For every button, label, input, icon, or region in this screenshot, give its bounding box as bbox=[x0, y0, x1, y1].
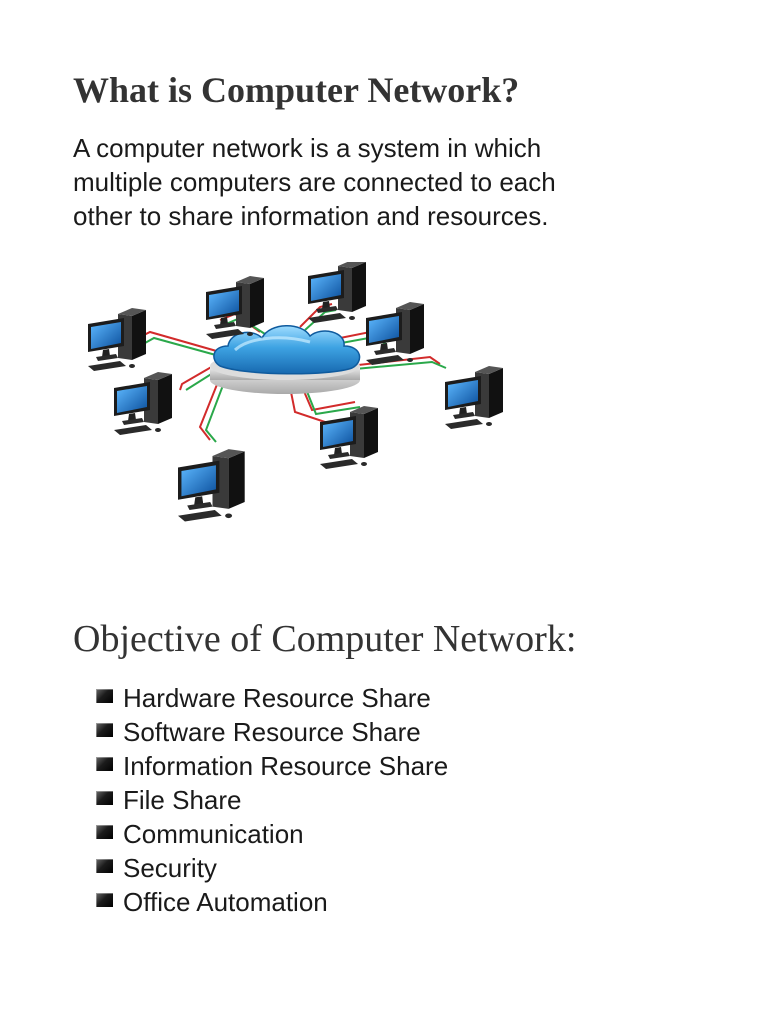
list-item-label: File Share bbox=[123, 785, 242, 815]
list-item-label: Security bbox=[123, 853, 217, 883]
square-bullet-icon bbox=[96, 757, 113, 771]
computer-icon bbox=[366, 302, 424, 365]
list-item-label: Information Resource Share bbox=[123, 751, 449, 781]
list-item: Security bbox=[96, 851, 448, 885]
objectives-list: Hardware Resource Share Software Resourc… bbox=[96, 681, 448, 919]
square-bullet-icon bbox=[96, 791, 113, 805]
computer-network-illustration bbox=[88, 262, 503, 522]
computer-icon bbox=[320, 406, 378, 469]
computer-icon bbox=[308, 262, 366, 323]
square-bullet-icon bbox=[96, 723, 113, 737]
list-item: File Share bbox=[96, 783, 448, 817]
list-item-label: Software Resource Share bbox=[123, 717, 421, 747]
intro-paragraph: A computer network is a system in which … bbox=[73, 131, 713, 233]
page-title: What is Computer Network? bbox=[73, 70, 520, 110]
list-item-label: Communication bbox=[123, 819, 304, 849]
square-bullet-icon bbox=[96, 893, 113, 907]
computer-icon bbox=[445, 366, 503, 429]
list-item-label: Hardware Resource Share bbox=[123, 683, 431, 713]
intro-line: other to share information and resources… bbox=[73, 201, 549, 231]
intro-line: multiple computers are connected to each bbox=[73, 167, 556, 197]
square-bullet-icon bbox=[96, 689, 113, 703]
computer-icon bbox=[88, 308, 146, 371]
list-item: Office Automation bbox=[96, 885, 448, 919]
list-item: Information Resource Share bbox=[96, 749, 448, 783]
intro-line: A computer network is a system in which bbox=[73, 133, 542, 163]
square-bullet-icon bbox=[96, 825, 113, 839]
square-bullet-icon bbox=[96, 859, 113, 873]
list-item: Software Resource Share bbox=[96, 715, 448, 749]
list-item: Hardware Resource Share bbox=[96, 681, 448, 715]
section-heading: Objective of Computer Network: bbox=[73, 618, 577, 660]
list-item: Communication bbox=[96, 817, 448, 851]
computer-icon bbox=[178, 449, 245, 522]
list-item-label: Office Automation bbox=[123, 887, 328, 917]
cloud-icon bbox=[210, 325, 361, 394]
computer-icon bbox=[114, 372, 172, 435]
